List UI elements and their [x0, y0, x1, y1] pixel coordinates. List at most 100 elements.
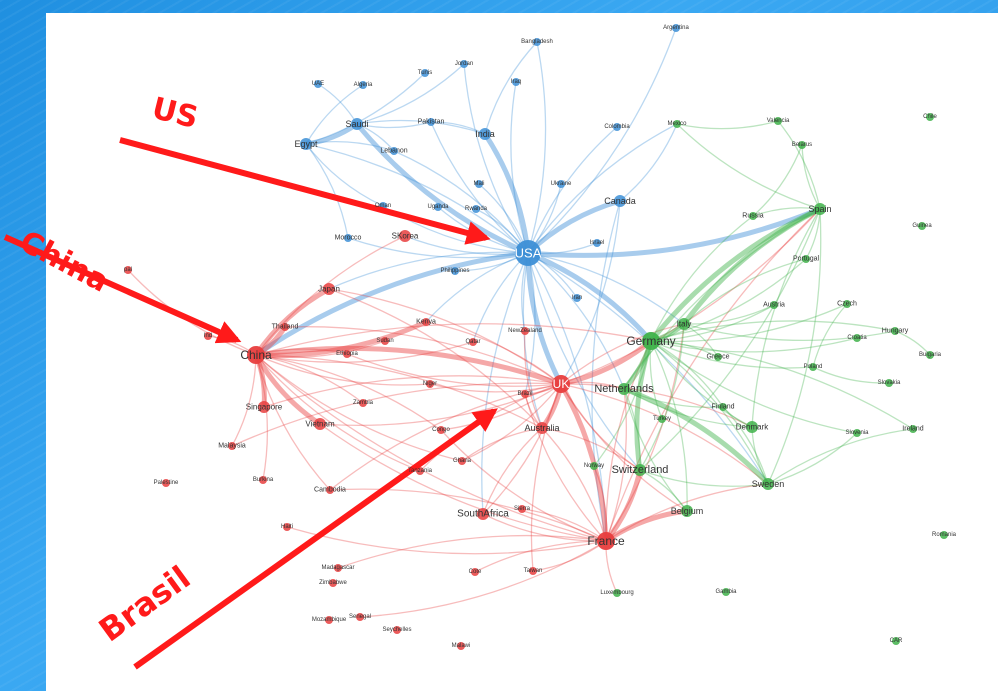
label-italy: Italy	[676, 319, 692, 329]
node-argentina	[672, 24, 680, 32]
node-australia	[536, 422, 548, 434]
arrow-brasil	[133, 408, 498, 670]
edge-china-niger	[255, 354, 431, 386]
edge-spain-switzerland	[639, 208, 821, 471]
edge-switzerland-belgium	[639, 469, 688, 512]
edge-uk-italy	[560, 323, 685, 385]
node-jordan	[460, 60, 468, 68]
edge-netherlands-italy	[623, 323, 685, 390]
edge-uk-denmark	[560, 383, 753, 428]
node-niger	[426, 380, 434, 388]
label-uk: UK	[552, 377, 570, 391]
node-guinea	[918, 222, 926, 230]
edge-china-skorea	[255, 235, 406, 356]
edge-france-italy	[605, 323, 685, 542]
edge-france-cote	[474, 540, 607, 573]
label-bulgaria: Bulgaria	[918, 352, 942, 358]
node-uk	[552, 375, 570, 393]
node-slovenia	[853, 429, 861, 437]
label-valencia: Valencia	[766, 118, 790, 124]
node-uae	[314, 80, 322, 88]
label-ethiopia: Ethiopia	[336, 351, 358, 357]
edge-france-vietnam	[319, 423, 607, 542]
label-bangladesh: Bangladesh	[521, 39, 553, 45]
edge-germany-sweden	[650, 340, 769, 485]
node-singapore	[258, 401, 270, 413]
label-turkey: Turkey	[652, 416, 672, 422]
label-croatia: Croatia	[847, 335, 867, 341]
edge-usa-germany	[527, 250, 653, 343]
node-senegal	[356, 613, 364, 621]
edge-italy-austria	[683, 304, 775, 325]
edge-netherlands-denmark	[623, 388, 753, 428]
edge-australia-newzealand	[523, 330, 543, 429]
edge-germany-portugal	[650, 258, 807, 342]
label-tanzania: Tanzania	[407, 468, 433, 474]
edge-china-ghana	[255, 354, 463, 462]
label-morocco: Morocco	[334, 234, 362, 242]
node-valencia	[774, 117, 782, 125]
edge-germany-spain	[649, 206, 822, 343]
node-algeria	[359, 81, 367, 89]
label-algeria: Algeria	[353, 82, 373, 88]
edge-uk-germany	[560, 339, 653, 387]
label-slovakia: Slovakia	[877, 380, 901, 386]
label-luxembourg: Luxembourg	[600, 590, 634, 596]
label-denmark: Denmark	[735, 422, 769, 432]
node-iran	[573, 294, 581, 302]
edge-usa-colombia	[527, 126, 618, 254]
edge-uk-thailand	[284, 326, 562, 385]
edge-spain-italy	[681, 206, 822, 326]
node-france	[597, 532, 615, 550]
edge-usa-southafrica	[481, 252, 529, 515]
label-australia: Australia	[524, 423, 560, 433]
edge-usa-brazil	[524, 252, 536, 395]
node-finland	[719, 403, 727, 411]
edge-canada-mexico	[619, 123, 678, 202]
label-netherlands: Netherlands	[594, 383, 654, 395]
node-canada	[614, 195, 626, 207]
edge-spain-sweden	[767, 208, 822, 485]
edge-china-tanzania	[255, 354, 421, 472]
label-cambodia: Cambodia	[314, 486, 346, 494]
edge-usa-switzerland	[527, 252, 641, 471]
edge-spain-denmark	[751, 208, 821, 428]
edge-usa-kenya	[425, 252, 529, 323]
edge-spain-mexico	[676, 123, 821, 210]
node-turkey	[658, 415, 666, 423]
edge-china-ethiopia	[255, 348, 348, 356]
edge-sweden-finland	[722, 406, 769, 485]
node-mali	[475, 180, 483, 188]
label-china: China	[240, 348, 272, 362]
label-austria: Austria	[763, 301, 785, 309]
label-lebanon: Lebanon	[380, 147, 408, 155]
node-switzerland	[634, 464, 646, 476]
edge-australia-switzerland	[541, 427, 641, 471]
node-philippines	[451, 267, 459, 275]
edge-usa-saudi	[355, 122, 529, 256]
edge-usa-skorea	[404, 235, 529, 255]
edge-uk-congo	[440, 383, 562, 431]
node-palestine	[162, 479, 170, 487]
edge-china-vietnam	[253, 353, 322, 427]
edge-china-kenya	[255, 319, 428, 358]
label-malawi: Malawi	[451, 643, 471, 649]
edge-usa-france	[527, 252, 607, 542]
label-pakistan: Pakistan	[417, 118, 445, 126]
edge-uk-sweden	[560, 383, 769, 485]
node-denmark	[746, 421, 758, 433]
edge-spain-belarus	[801, 144, 821, 210]
edge-usa-argentina	[527, 27, 677, 254]
edge-uk-malaysia	[231, 382, 562, 447]
edge-germany-croatia	[650, 337, 858, 353]
node-romania	[940, 531, 948, 539]
label-mexico: Mexico	[667, 121, 687, 127]
label-hungary: Hungary	[881, 327, 909, 335]
edge-spain-valencia	[777, 120, 821, 210]
edge-china-congo	[255, 354, 442, 431]
label-congo: Congo	[432, 427, 450, 433]
label-colombia: Colombia	[604, 124, 630, 130]
label-israel: Israel	[589, 240, 605, 246]
edge-france-germany	[605, 340, 652, 542]
node-greece	[714, 353, 722, 361]
